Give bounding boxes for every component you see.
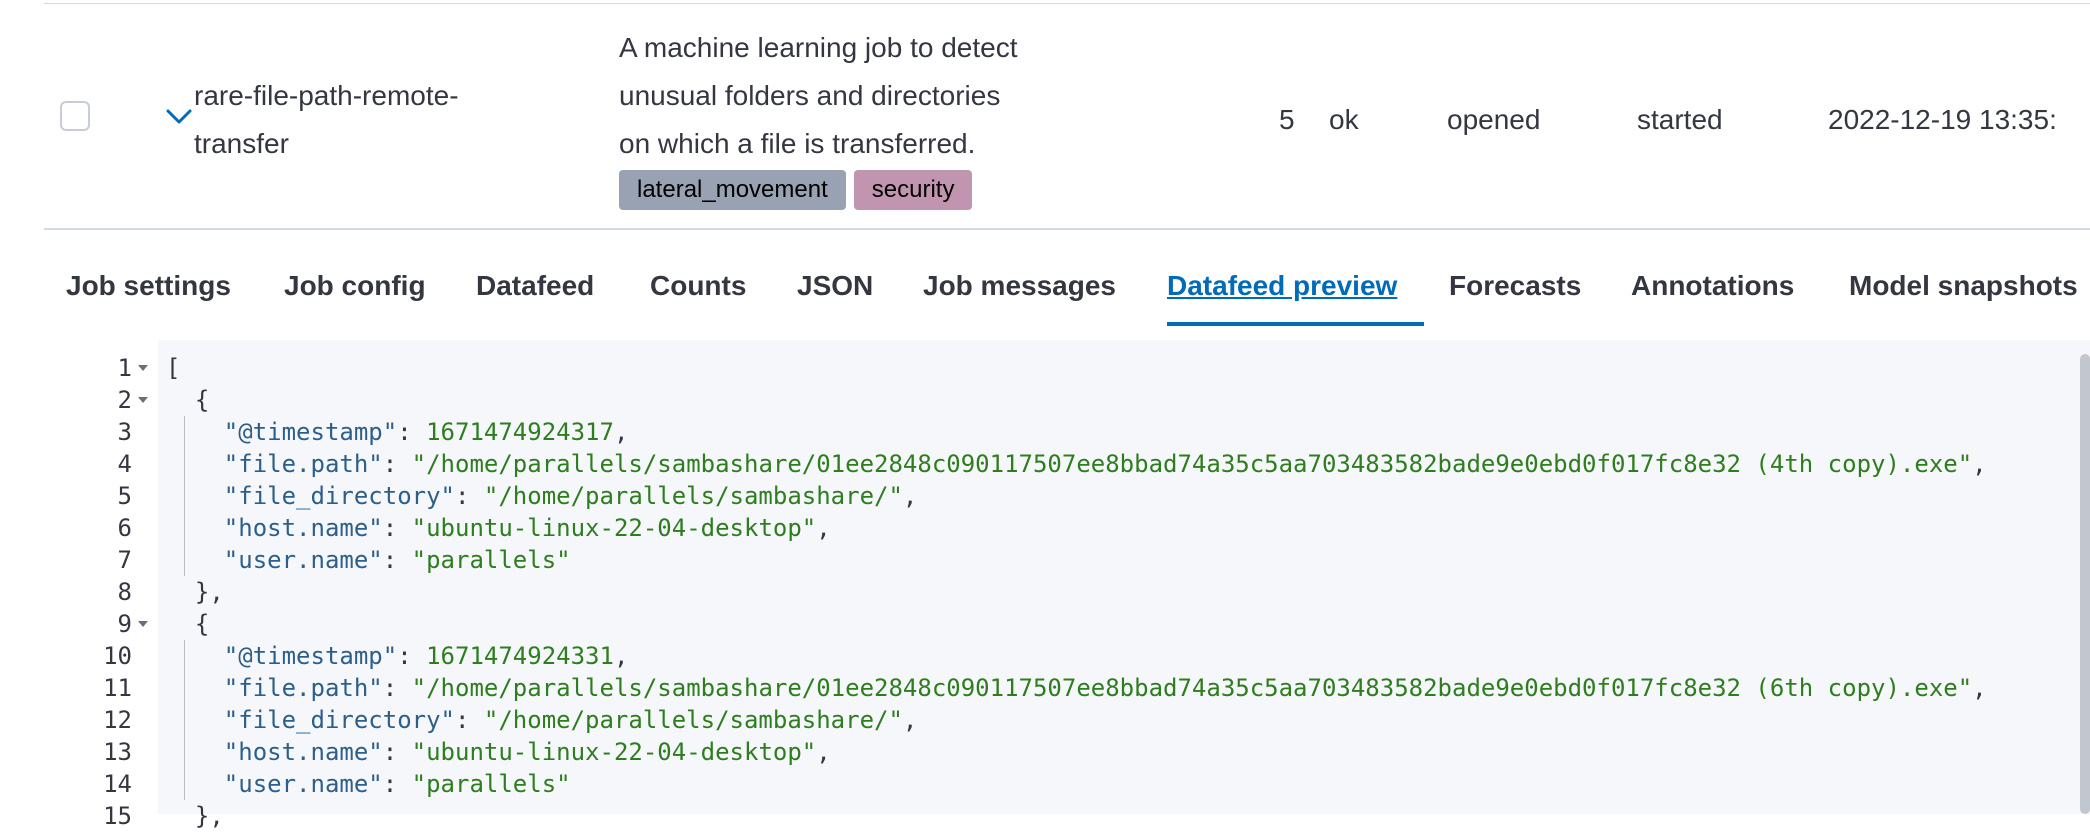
- line-number: 6: [117, 514, 132, 542]
- code-text: "host.name": "ubuntu-linux-22-04-desktop…: [223, 514, 831, 542]
- code-line: 14 "user.name": "parallels": [60, 768, 2090, 800]
- line-number: 14: [103, 770, 132, 798]
- indent-guide: [184, 640, 185, 672]
- caret-down-icon[interactable]: [138, 397, 148, 403]
- table-row: rare-file-path-remote- transfer A machin…: [44, 4, 2090, 230]
- code-line: 13 "host.name": "ubuntu-linux-22-04-desk…: [60, 736, 2090, 768]
- code-line: 15 },: [60, 800, 2090, 832]
- editor-code-area[interactable]: [158, 340, 2090, 814]
- code-text: [: [166, 354, 181, 382]
- line-number: 4: [117, 450, 132, 478]
- indent-guide: [184, 736, 185, 768]
- code-line: 12 "file_directory": "/home/parallels/sa…: [60, 704, 2090, 736]
- datafeed-preview-editor[interactable]: 1[2 {3 "@timestamp": 1671474924317,4 "fi…: [60, 340, 2090, 830]
- code-line: 6 "host.name": "ubuntu-linux-22-04-deskt…: [60, 512, 2090, 544]
- code-text: },: [166, 802, 224, 830]
- line-number: 7: [117, 546, 132, 574]
- job-description-cell: A machine learning job to detect unusual…: [619, 24, 1079, 168]
- editor-scrollbar[interactable]: [2080, 354, 2090, 814]
- memory-status: ok: [1329, 104, 1359, 135]
- indent-guide: [184, 448, 185, 480]
- job-id-cell: rare-file-path-remote- transfer: [194, 72, 494, 168]
- tab-job-messages[interactable]: Job messages: [923, 270, 1116, 301]
- line-number: 11: [103, 674, 132, 702]
- code-text: "@timestamp": 1671474924331,: [223, 642, 629, 670]
- line-number: 15: [103, 802, 132, 830]
- indent-guide: [184, 768, 185, 800]
- code-line: 3 "@timestamp": 1671474924317,: [60, 416, 2090, 448]
- code-line: 4 "file.path": "/home/parallels/sambasha…: [60, 448, 2090, 480]
- code-line: 8 },: [60, 576, 2090, 608]
- code-line: 1[: [60, 352, 2090, 384]
- code-text: "file.path": "/home/parallels/sambashare…: [223, 674, 1987, 702]
- table-top-border: [44, 3, 2090, 4]
- job-description-line-1: A machine learning job to detect: [619, 32, 1018, 63]
- job-id-line-1: rare-file-path-remote-: [194, 80, 459, 111]
- line-number: 12: [103, 706, 132, 734]
- job-description-line-3: on which a file is transferred.: [619, 128, 976, 159]
- tab-job-config[interactable]: Job config: [284, 270, 426, 301]
- code-line: 2 {: [60, 384, 2090, 416]
- code-text: "host.name": "ubuntu-linux-22-04-desktop…: [223, 738, 831, 766]
- group-badge-lateral-movement[interactable]: lateral_movement: [619, 170, 846, 210]
- code-line: 7 "user.name": "parallels": [60, 544, 2090, 576]
- editor-gutter: [60, 340, 158, 814]
- row-expand-button[interactable]: [162, 100, 196, 134]
- job-state: opened: [1447, 104, 1541, 135]
- job-description-line-2: unusual folders and directories: [619, 80, 1001, 111]
- line-number: 2: [117, 386, 132, 414]
- job-details-tabs: Job settings Job config Datafeed Counts …: [66, 258, 2090, 326]
- line-number: 3: [117, 418, 132, 446]
- tab-counts[interactable]: Counts: [650, 270, 747, 301]
- line-number: 13: [103, 738, 132, 766]
- datafeed-state: started: [1637, 104, 1723, 135]
- indent-guide: [184, 480, 185, 512]
- job-groups: lateral_movement security: [619, 170, 973, 210]
- tab-job-settings[interactable]: Job settings: [66, 270, 231, 301]
- code-line: 11 "file.path": "/home/parallels/sambash…: [60, 672, 2090, 704]
- tab-datafeed[interactable]: Datafeed: [476, 270, 595, 301]
- code-text: "file_directory": "/home/parallels/samba…: [223, 706, 918, 734]
- job-details-page: rare-file-path-remote- transfer A machin…: [44, 3, 2090, 830]
- line-number: 8: [117, 578, 132, 606]
- group-badge-security[interactable]: security: [853, 170, 973, 210]
- tab-model-snapshots[interactable]: Model snapshots: [1849, 270, 2078, 301]
- tab-json[interactable]: JSON: [797, 270, 874, 301]
- code-text: "file_directory": "/home/parallels/samba…: [223, 482, 918, 510]
- tab-datafeed-preview[interactable]: Datafeed preview: [1167, 258, 1424, 326]
- job-id-line-2: transfer: [194, 128, 289, 159]
- code-text: "file.path": "/home/parallels/sambashare…: [223, 450, 1987, 478]
- code-text: "user.name": "parallels": [223, 546, 571, 574]
- code-text: {: [166, 610, 210, 638]
- code-line: 5 "file_directory": "/home/parallels/sam…: [60, 480, 2090, 512]
- row-select-checkbox[interactable]: [60, 101, 90, 131]
- line-number: 1: [117, 354, 132, 382]
- indent-guide: [184, 416, 185, 448]
- code-text: {: [166, 386, 210, 414]
- latest-timestamp: 2022-12-19 13:35:: [1828, 104, 2057, 135]
- indent-guide: [184, 672, 185, 704]
- caret-down-icon[interactable]: [138, 621, 148, 627]
- caret-down-icon[interactable]: [138, 365, 148, 371]
- indent-guide: [184, 704, 185, 736]
- line-number: 9: [117, 610, 132, 638]
- indent-guide: [184, 544, 185, 576]
- tab-annotations[interactable]: Annotations: [1631, 270, 1795, 301]
- code-line: 10 "@timestamp": 1671474924331,: [60, 640, 2090, 672]
- indent-guide: [184, 512, 185, 544]
- code-line: 9 {: [60, 608, 2090, 640]
- processed-record-count: 5: [1279, 104, 1295, 135]
- line-number: 5: [117, 482, 132, 510]
- code-text: },: [166, 578, 224, 606]
- code-text: "user.name": "parallels": [223, 770, 571, 798]
- code-text: "@timestamp": 1671474924317,: [223, 418, 629, 446]
- chevron-down-icon: [166, 109, 192, 124]
- line-number: 10: [103, 642, 132, 670]
- tab-forecasts[interactable]: Forecasts: [1449, 270, 1582, 301]
